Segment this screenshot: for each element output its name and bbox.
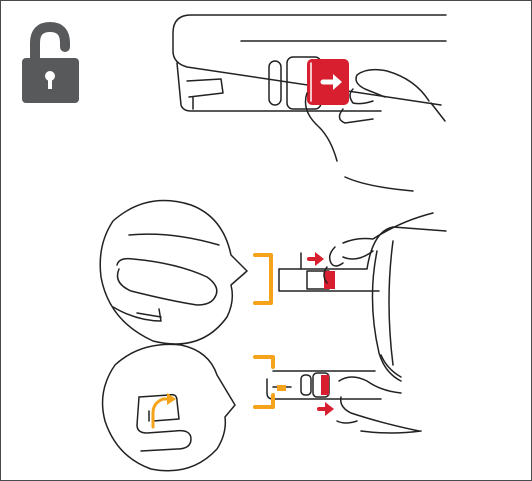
press-arrow-icon [319,402,334,416]
hand-pressing-catch [337,377,421,433]
press-arrow-icon [309,252,324,266]
orange-focus-bracket-1 [255,255,271,303]
catch-hook [277,385,286,391]
unlock-padlock-icon [22,27,79,103]
magnifier-callout [100,201,247,344]
device-side-view [279,227,446,381]
orange-focus-bracket-2 [255,357,273,407]
latch-slider [307,59,349,105]
device-catch-view [267,355,401,399]
latch-tab [321,375,329,395]
hand-releasing-latch [324,213,433,283]
magnifier-callout [103,344,235,470]
